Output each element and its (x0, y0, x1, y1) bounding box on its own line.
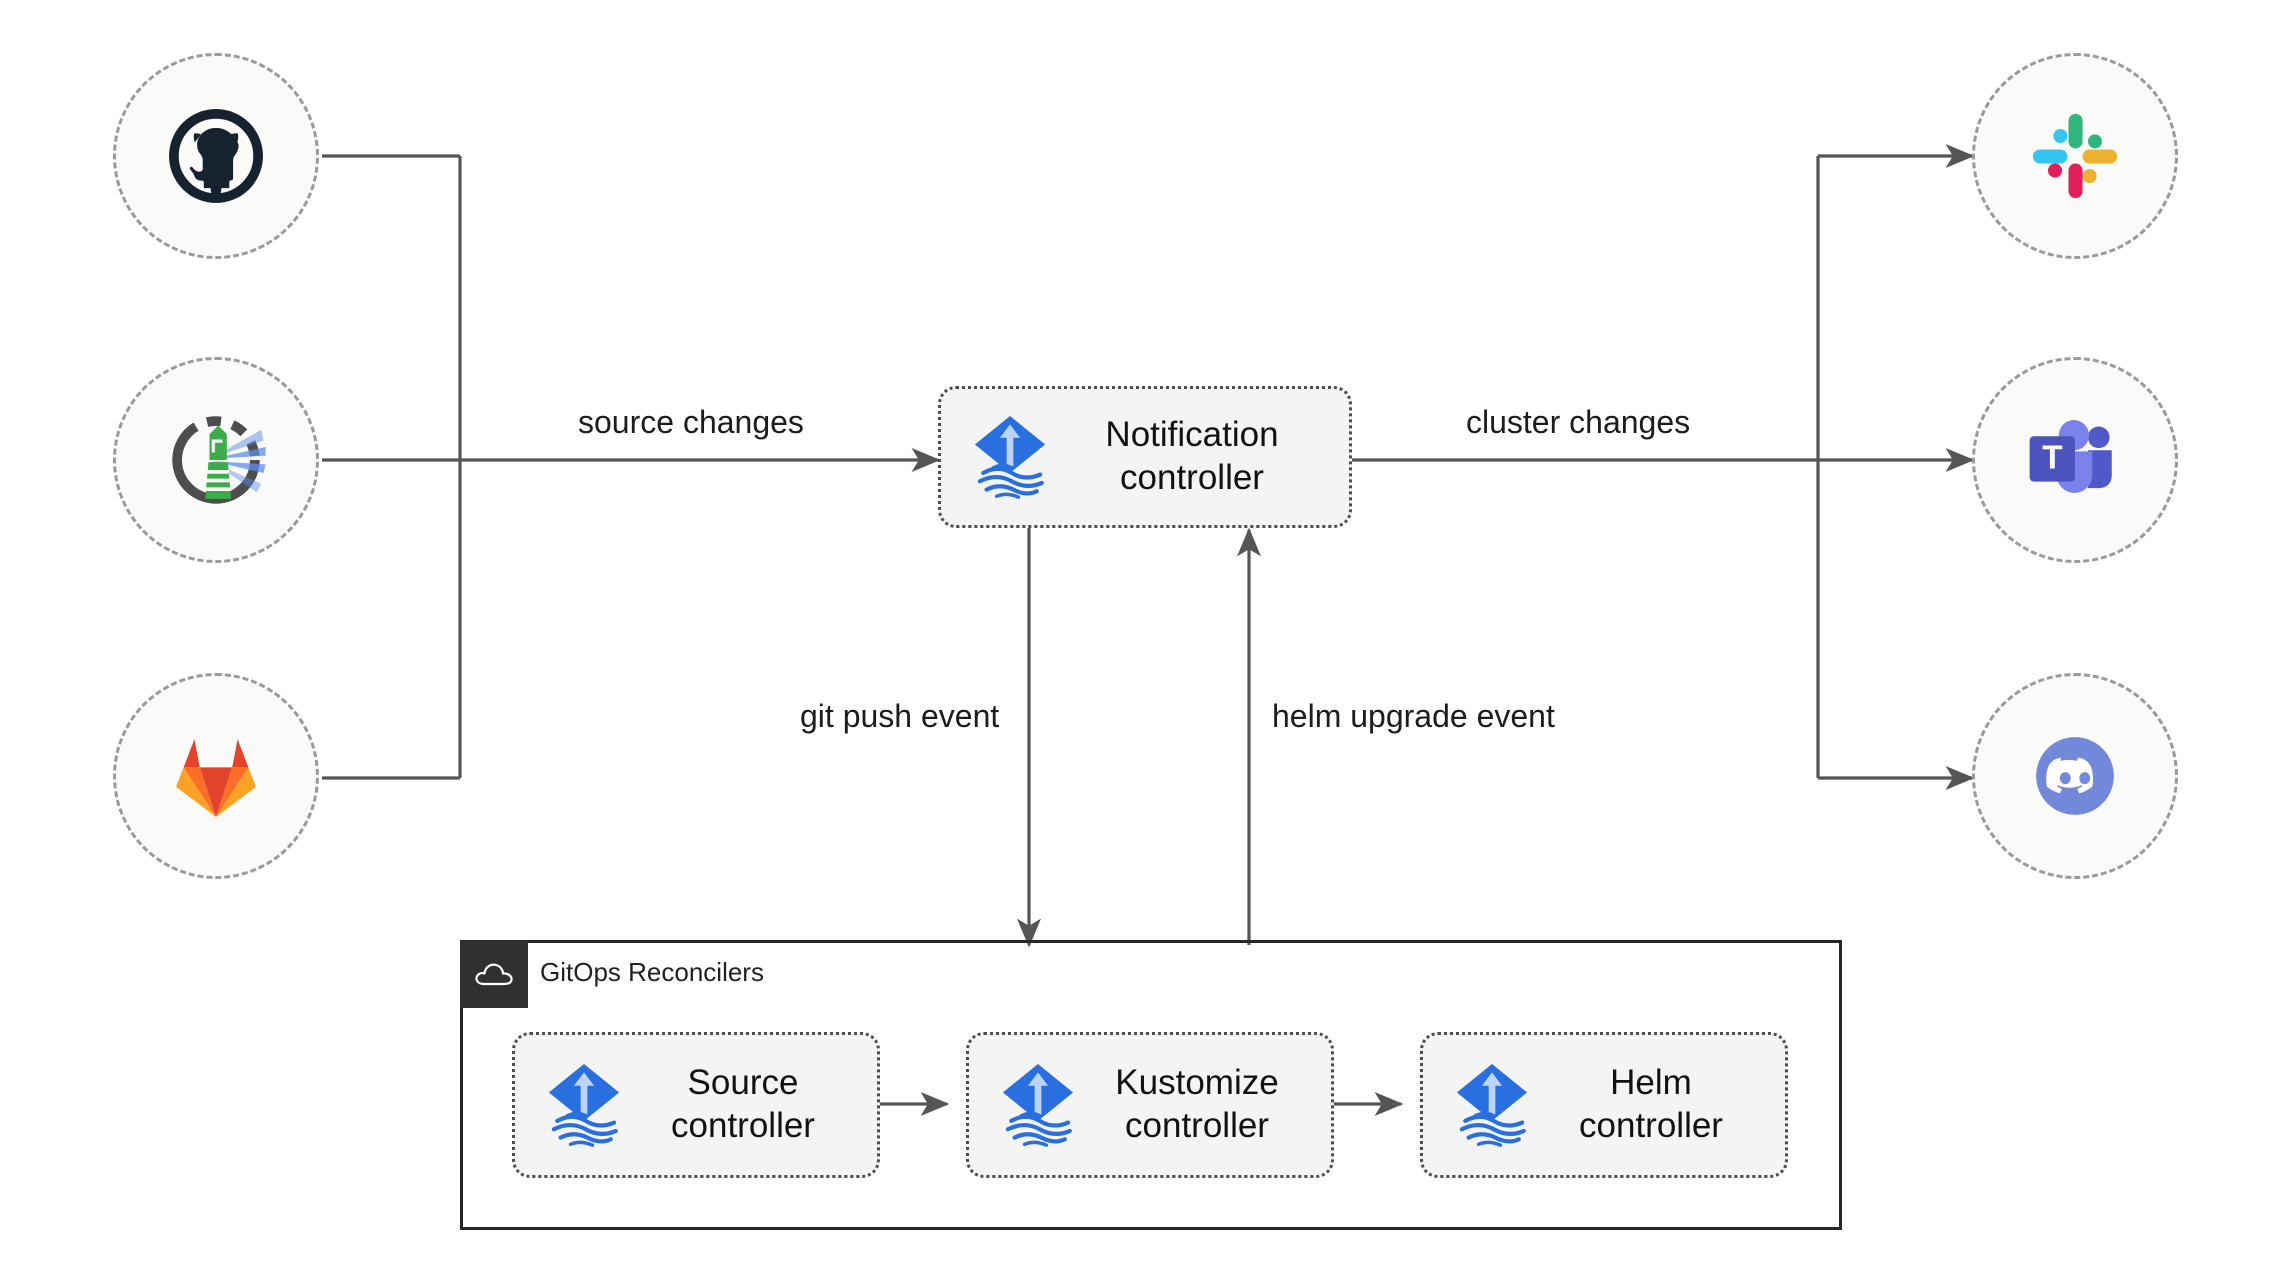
edge-label-git-push-event: git push event (800, 698, 1000, 734)
flux-controller-icon (548, 1064, 620, 1147)
node-kustomize-controller-label: Kustomize controller (1115, 1063, 1279, 1145)
source-node-flux[interactable] (113, 357, 319, 563)
svg-text:T: T (2042, 440, 2063, 477)
gitlab-logo (176, 739, 256, 818)
gitops-reconcilers-title: GitOps Reconcilers (540, 957, 764, 987)
source-node-gitlab[interactable] (113, 673, 319, 879)
node-notification-controller[interactable]: Notification controller (938, 386, 1352, 528)
discord-logo (2036, 737, 2114, 815)
node-source-controller[interactable]: Source controller (512, 1032, 880, 1178)
source-node-github[interactable] (113, 53, 319, 259)
slack-logo (2032, 113, 2118, 199)
flux-controller-icon (1456, 1064, 1528, 1147)
flux-logo (172, 416, 266, 504)
edge-label-cluster-changes: cluster changes (1466, 404, 1691, 440)
destination-node-slack[interactable] (1972, 53, 2178, 259)
node-helm-controller-label: Helm controller (1579, 1063, 1723, 1145)
flux-controller-icon (1002, 1064, 1074, 1147)
node-notification-controller-label: Notification controller (1105, 415, 1279, 497)
destination-node-teams[interactable]: T (1972, 357, 2178, 563)
node-source-controller-label: Source controller (671, 1063, 815, 1145)
cloud-icon (475, 963, 513, 986)
teams-logo: T (2029, 420, 2112, 493)
flux-controller-icon (974, 416, 1046, 499)
gitops-reconcilers-tab (460, 940, 528, 1008)
node-kustomize-controller[interactable]: Kustomize controller (966, 1032, 1334, 1178)
edge-label-helm-upgrade-event: helm upgrade event (1272, 698, 1555, 734)
destination-node-discord[interactable] (1972, 673, 2178, 879)
node-helm-controller[interactable]: Helm controller (1420, 1032, 1788, 1178)
github-logo (169, 109, 263, 203)
gitops-reconcilers-container (460, 940, 1842, 1230)
edge-label-source-changes: source changes (578, 404, 804, 440)
